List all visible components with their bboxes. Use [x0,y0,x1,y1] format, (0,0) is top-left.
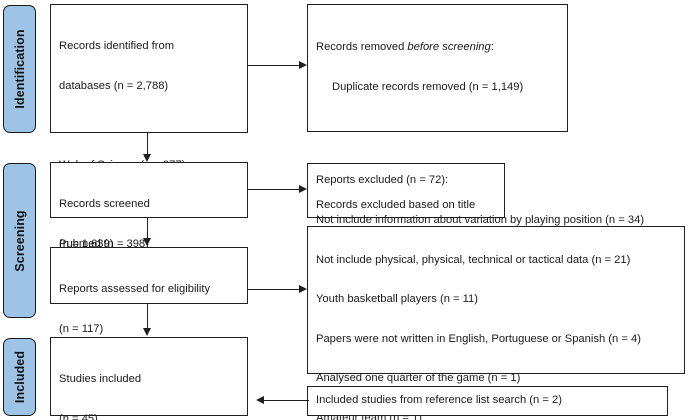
spacer [59,120,242,133]
reports-excluded-reason-0: Not include information about variation … [316,214,645,227]
reports-excluded-reason-1: Not include physical, physical, technica… [316,253,631,266]
connector-screened-to-excluded [248,189,300,191]
box-studies-included: Studies included (n = 45) Total studies … [50,337,248,420]
box-reference-list-studies: Included studies from reference list sea… [307,386,668,416]
records-identified-line2: databases (n = 2,788) [59,80,169,93]
stage-pill-screening: Screening [3,163,36,318]
reports-excluded-reason-3: Papers were not written in English, Port… [316,333,641,346]
box-records-identified: Records identified from databases (n = 2… [50,4,248,290]
records-removed-lead-colon: : [490,41,494,54]
stage-pill-included: Included [3,338,36,416]
reports-assessed-line2: (n = 117) [59,323,104,336]
reports-excluded-heading: Reports excluded (n = 72): [316,174,449,187]
box-reference-list-content: Included studies from reference list sea… [316,368,662,420]
box-records-removed-content: Records removed before screening: Duplic… [316,15,562,121]
stage-label-included: Included [12,350,27,404]
records-removed-lead-italic: before screening [407,41,491,54]
arrowhead-identified-to-screened [143,154,151,162]
box-records-screened: Records screened (n = 1,639) [50,162,248,250]
records-removed-lead-text: Records removed [316,41,408,54]
records-removed-lead: Records removed before screening: [316,42,562,55]
studies-included-line2: (n = 45) [59,413,98,420]
stage-pill-identification: Identification [3,5,36,133]
studies-included-line1: Studies included [59,373,142,386]
arrowhead-reference-list-to-included [256,396,264,404]
connector-reference-list-to-included [264,400,309,402]
reports-excluded-reason-4: Analysed one quarter of the game (n = 1) [316,372,521,385]
reports-assessed-line1: Reports assessed for eligibility [59,283,211,296]
box-reports-assessed: Reports assessed for eligibility (n = 11… [50,247,248,335]
box-reports-excluded-content: Reports excluded (n = 72): Not include i… [316,148,679,420]
arrowhead-screened-to-excluded [299,185,307,193]
connector-identified-to-screened [147,133,149,155]
connector-assessed-to-included [147,304,149,329]
reports-excluded-reason-2: Youth basketball players (n = 11) [316,293,479,306]
records-identified-line1: Records identified from [59,40,175,53]
box-reports-excluded: Reports excluded (n = 72): Not include i… [307,175,685,420]
connector-assessed-to-reports-excluded [248,289,300,291]
arrowhead-assessed-to-reports-excluded [299,285,307,293]
box-reports-assessed-content: Reports assessed for eligibility (n = 11… [59,257,242,363]
stage-label-identification: Identification [12,29,27,109]
reference-list-text: Included studies from reference list sea… [316,394,562,407]
box-records-removed: Records removed before screening: Duplic… [307,4,568,132]
box-studies-included-content: Studies included (n = 45) Total studies … [59,347,242,420]
reports-excluded-reason-5: Amateur team (n = 1) [316,412,423,420]
arrowhead-assessed-to-included [143,328,151,336]
stage-label-screening: Screening [12,209,27,272]
connector-identified-to-removed [248,65,300,67]
records-removed-detail: Duplicate records removed (n = 1,149) [332,81,524,94]
records-screened-line1: Records screened [59,198,150,211]
connector-screened-to-assessed [147,218,149,239]
records-excluded-line1: Records excluded based on title [316,199,476,212]
arrowhead-identified-to-removed [299,61,307,69]
arrowhead-screened-to-assessed [143,238,151,246]
